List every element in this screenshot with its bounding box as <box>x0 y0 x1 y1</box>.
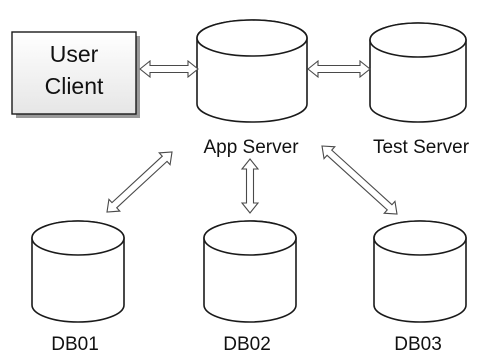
arrow-app-server-db03 <box>321 145 398 215</box>
db03-cylinder <box>373 220 467 323</box>
db02-cylinder <box>203 220 297 323</box>
db01-cylinder <box>31 220 125 323</box>
test-server-label: Test Server <box>373 137 470 158</box>
user-client-box <box>11 31 137 115</box>
test-server-cylinder-top <box>369 22 467 58</box>
db02-label: DB02 <box>223 334 271 355</box>
arrow-app-server-test-server <box>307 59 371 79</box>
db02-cylinder-top <box>203 220 297 256</box>
app-server-cylinder <box>196 19 308 123</box>
app-server-cylinder-top <box>196 19 308 57</box>
db03-cylinder-top <box>373 220 467 256</box>
app-server-label: App Server <box>203 137 299 158</box>
user-client-node: User Client <box>11 31 140 118</box>
arrow-app-server-db02 <box>240 158 260 214</box>
db01-label: DB01 <box>51 334 99 355</box>
db03-label: DB03 <box>394 334 442 355</box>
db01-cylinder-top <box>31 220 125 256</box>
arrow-user-client-app-server <box>139 59 199 79</box>
user-client-label-line1: User <box>50 41 99 67</box>
test-server-cylinder <box>369 22 467 123</box>
user-client-label-line2: Client <box>45 73 104 99</box>
arrow-app-server-db01 <box>106 151 173 213</box>
